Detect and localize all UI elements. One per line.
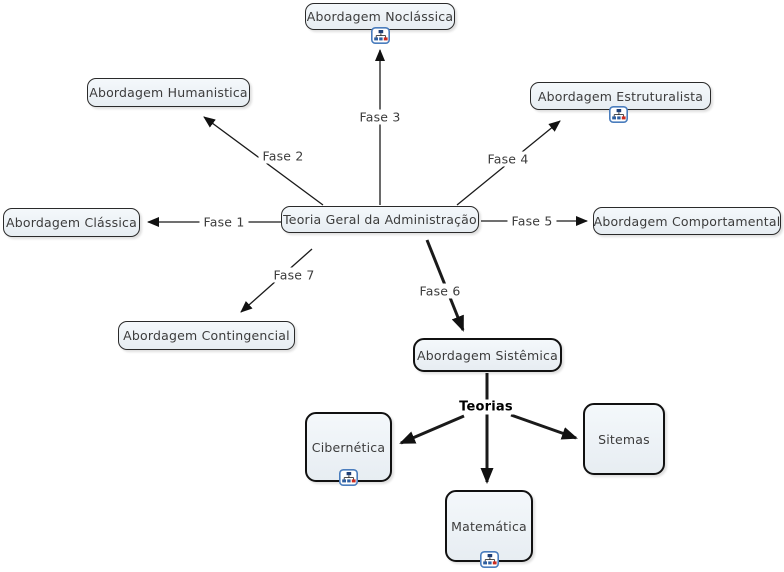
linked-cmap-icon[interactable] (339, 469, 358, 486)
link-label-fase-4[interactable]: Fase 4 (483, 151, 533, 167)
node-label: Cibernética (311, 439, 386, 455)
node-label: Teoria Geral da Administração (283, 212, 477, 227)
linked-cmap-icon[interactable] (480, 551, 499, 568)
node-label: Matemática (451, 518, 527, 534)
node-abordagem-contingencial[interactable]: Abordagem Contingencial (118, 321, 295, 350)
link-label-teorias[interactable]: Teorias (455, 399, 517, 415)
linked-cmap-icon[interactable] (371, 27, 390, 44)
node-sitemas[interactable]: Sitemas (583, 403, 665, 475)
link-label-fase-5[interactable]: Fase 5 (507, 213, 557, 229)
node-abordagem-classica[interactable]: Abordagem Clássica (3, 208, 140, 237)
node-label: Abordagem Contingencial (123, 328, 290, 343)
node-abordagem-humanistica[interactable]: Abordagem Humanistica (87, 78, 250, 107)
link-label-fase-1[interactable]: Fase 1 (199, 214, 249, 230)
node-cibernetica[interactable]: Cibernética (305, 412, 392, 482)
node-label: Abordagem Comportamental (593, 213, 781, 229)
node-label: Abordagem Sistêmica (417, 347, 558, 363)
link-label-fase-3[interactable]: Fase 3 (355, 109, 405, 125)
node-abordagem-sistemica[interactable]: Abordagem Sistêmica (413, 338, 562, 372)
link-label-fase-2[interactable]: Fase 2 (258, 148, 308, 164)
link-label-fase-7[interactable]: Fase 7 (269, 267, 319, 283)
node-label: Abordagem Clássica (6, 215, 137, 230)
link-label-fase-6[interactable]: Fase 6 (415, 283, 465, 299)
node-label: Abordagem Humanistica (89, 85, 248, 100)
node-abordagem-noclassica[interactable]: Abordagem Noclássica (305, 3, 455, 30)
linked-cmap-icon[interactable] (609, 106, 628, 123)
node-label: Abordagem Estruturalista (537, 88, 704, 104)
node-abordagem-comportamental[interactable]: Abordagem Comportamental (593, 207, 781, 235)
node-label: Sitemas (598, 431, 650, 447)
node-label: Abordagem Noclássica (306, 9, 454, 24)
node-teoria-geral-da-administracao[interactable]: Teoria Geral da Administração (281, 206, 479, 233)
node-matematica[interactable]: Matemática (445, 490, 533, 562)
